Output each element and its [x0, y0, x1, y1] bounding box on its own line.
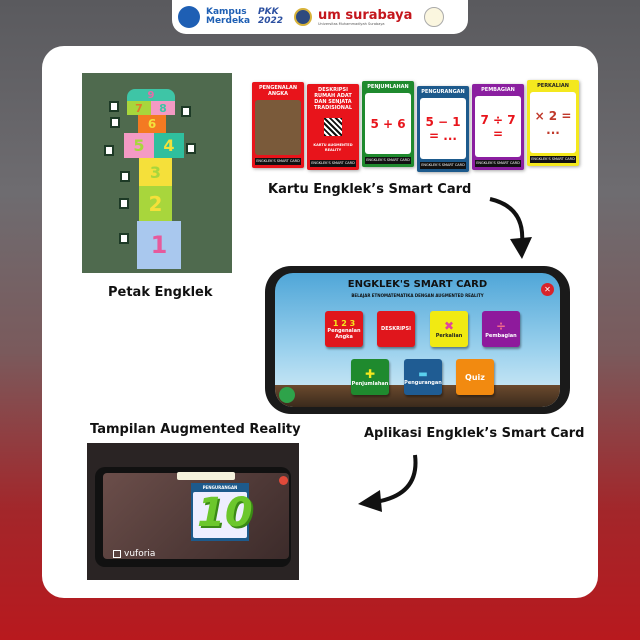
search-icon[interactable] [279, 387, 295, 403]
button-pembagian[interactable]: ÷Pembagian [482, 311, 520, 347]
tile-3: 3 [139, 158, 172, 186]
logo-bar: Kampus Merdeka PKK 2022 um surabaya Univ… [172, 0, 468, 34]
arrow-to-app [489, 197, 532, 259]
button-penjumlahan[interactable]: ✚Penjumlahan [351, 359, 389, 395]
tile-7: 7 [127, 101, 151, 115]
emblem-logo [424, 7, 444, 27]
label-ar: Tampilan Augmented Reality [90, 422, 301, 437]
ar-card: PENGURANGAN [191, 483, 249, 541]
pkk-logo: PKK 2022 [258, 7, 284, 26]
tile-4: 4 [154, 133, 184, 158]
phone-app-screenshot: ENGKLEK'S SMART CARD BELAJAR ETNOMATEMAT… [265, 266, 570, 414]
umsurabaya-logo: um surabaya Universitas Muhammadiyah Sur… [318, 7, 413, 26]
app-title: ENGKLEK'S SMART CARD [347, 279, 488, 290]
button-perkalian[interactable]: ✖Perkalian [430, 311, 468, 347]
university-seal-logo [294, 8, 312, 26]
ar-photo: PENGURANGAN 10 vuforia [87, 443, 299, 580]
card-perkalian: PERKALIAN× 2 = ...ENGKLEK'S SMART CARD [527, 80, 579, 166]
app-screen: ENGKLEK'S SMART CARD BELAJAR ETNOMATEMAT… [275, 273, 560, 407]
tut-wuri-logo [178, 6, 200, 28]
card-deskripsi: DESKRIPSI RUMAH ADAT DAN SENJATA TRADISI… [307, 84, 359, 170]
vuforia-logo: vuforia [113, 549, 155, 559]
tile-9: 9 [127, 89, 175, 101]
label-aplikasi: Aplikasi Engklek’s Smart Card [364, 426, 585, 441]
kampus-merdeka-logo: Kampus Merdeka [206, 7, 251, 26]
tile-2: 2 [139, 186, 172, 221]
label-kartu: Kartu Engklek’s Smart Card [268, 182, 472, 197]
app-subtitle: BELAJAR ETNOMATEMATIKA DENGAN AUGMENTED … [351, 293, 484, 298]
qr-code-icon [324, 118, 342, 136]
label-petak-engklek: Petak Engklek [108, 285, 213, 300]
button-deskripsi[interactable]: DESKRIPSI [377, 311, 415, 347]
button-quiz[interactable]: Quiz [456, 359, 494, 395]
close-icon[interactable] [279, 476, 288, 485]
arrow-to-ar [358, 454, 418, 512]
hopscotch-photo: 9 7 8 6 5 4 3 2 1 [82, 73, 232, 273]
button-pengurangan[interactable]: ▬Pengurangan [404, 359, 442, 395]
tile-5: 5 [124, 133, 154, 158]
tile-8: 8 [151, 101, 175, 115]
close-icon[interactable]: ✕ [541, 283, 554, 296]
ar-3d-model: 10 [197, 490, 253, 536]
tile-6: 6 [138, 115, 166, 133]
tile-1: 1 [137, 221, 181, 269]
